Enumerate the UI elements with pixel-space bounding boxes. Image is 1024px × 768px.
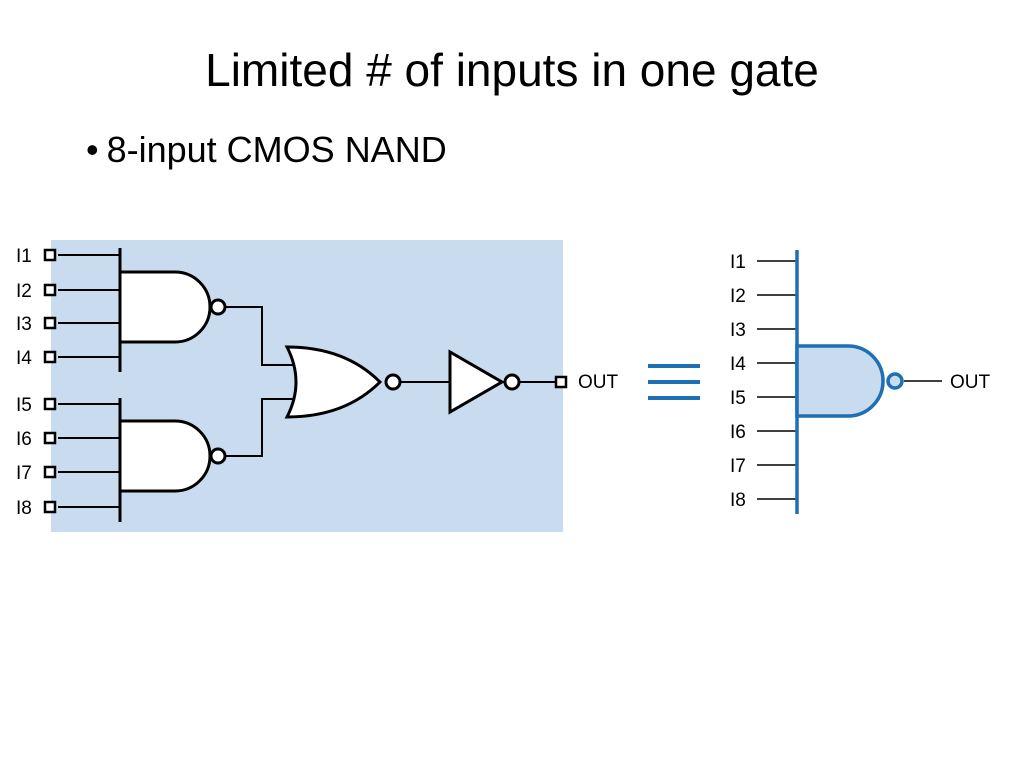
right-input-label: I2 <box>730 286 746 307</box>
left-input-label: I2 <box>16 281 32 302</box>
output-bubble <box>886 372 904 390</box>
left-circuit: I1 I2 I3 I4 I5 I6 I7 I8 <box>16 240 619 532</box>
bullet-item: •8-input CMOS NAND <box>86 128 447 172</box>
nor-gate <box>284 345 402 419</box>
nand-gate-lower <box>118 419 227 493</box>
left-output-label: OUT <box>578 372 619 393</box>
right-input-label: I4 <box>730 354 746 375</box>
right-input-label: I8 <box>730 490 746 511</box>
bullet-marker: • <box>86 129 99 170</box>
right-input-label: I7 <box>730 456 746 477</box>
left-input-label: I1 <box>16 246 32 267</box>
right-nand-symbol: I1 I2 I3 I4 I5 I6 I7 I8 OUT <box>730 250 991 514</box>
right-output-label: OUT <box>950 372 991 393</box>
right-input-label: I1 <box>730 252 746 273</box>
output-terminal <box>554 375 568 389</box>
right-input-label: I5 <box>730 388 746 409</box>
input-terminals <box>43 248 57 514</box>
equivalence-icon <box>648 364 700 400</box>
nand-gate-body <box>795 344 885 418</box>
left-input-label: I5 <box>16 395 32 416</box>
bullet-text: 8-input CMOS NAND <box>106 129 447 170</box>
left-input-label: I7 <box>16 463 32 484</box>
right-input-label: I6 <box>730 422 746 443</box>
right-input-label: I3 <box>730 320 746 341</box>
left-input-label: I8 <box>16 498 32 519</box>
inverter-gate <box>448 349 521 415</box>
left-input-label: I3 <box>16 314 32 335</box>
left-input-label: I4 <box>16 348 32 369</box>
left-input-label: I6 <box>16 429 32 450</box>
slide-title: Limited # of inputs in one gate <box>205 44 819 96</box>
